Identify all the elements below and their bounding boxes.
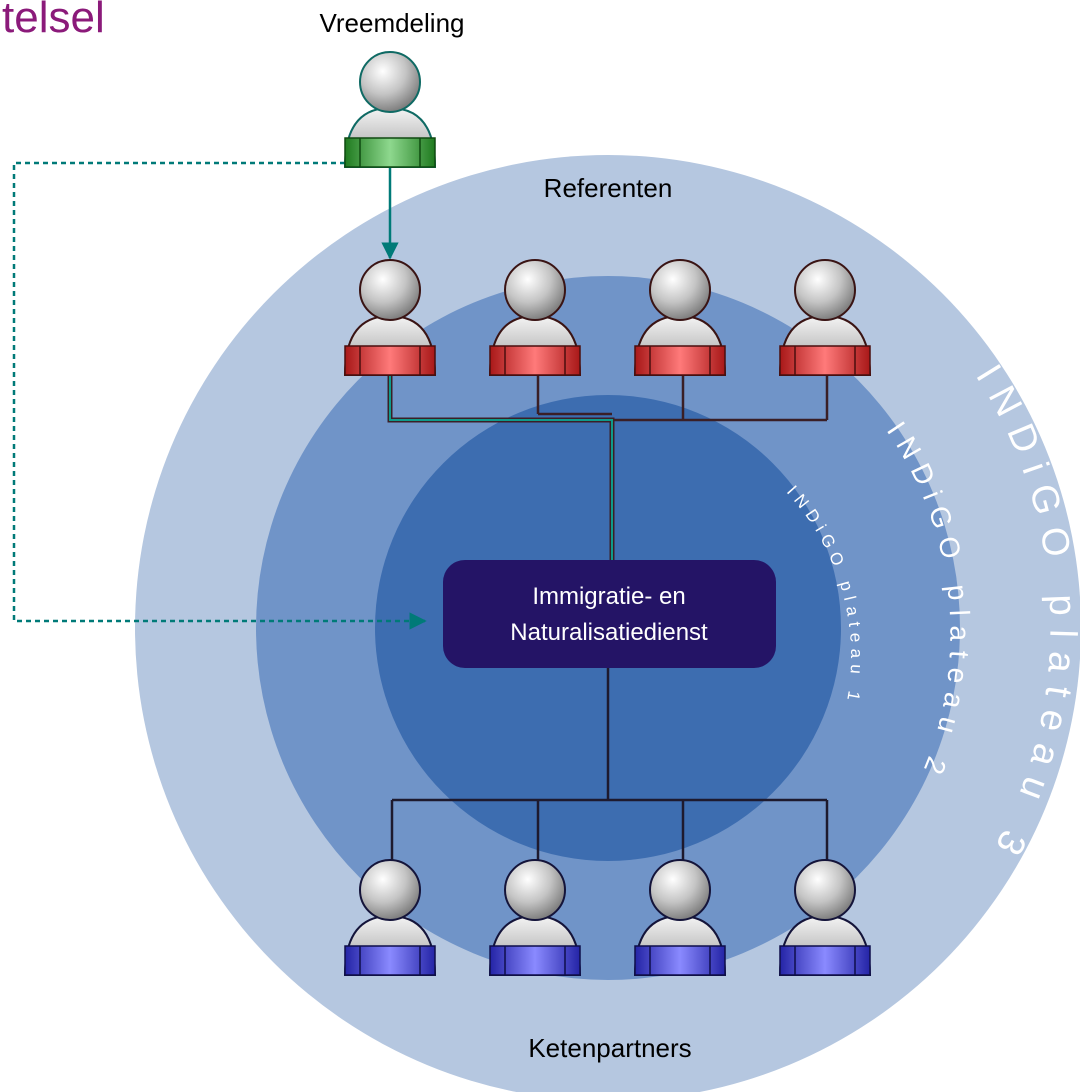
partner-connectors [390,668,829,862]
ind-box [443,560,776,668]
partner-person-icon [488,859,582,976]
ind-node: Immigratie- en Naturalisatiedienst [443,560,776,668]
vreemdeling-to-ind-dotted-connector [12,161,427,630]
vreemdeling-label: Vreemdeling [319,8,464,38]
referent-person-icon [778,259,872,376]
partner-person-icon [633,859,727,976]
referent-connectors [387,375,829,560]
referent-person-icon [343,259,437,376]
vreemdeling-person-icon [343,51,437,168]
referent-person-icon [633,259,727,376]
ind-label-line-1: Immigratie- en [532,583,685,610]
referent-person-icon [488,259,582,376]
partner-person-icon [343,859,437,976]
referenten-label: Referenten [544,173,673,203]
page-title-fragment: telsel [2,0,105,42]
partner-person-icon [778,859,872,976]
ketenpartners-label: Ketenpartners [528,1033,691,1063]
ind-label-line-2: Naturalisatiedienst [510,619,708,646]
